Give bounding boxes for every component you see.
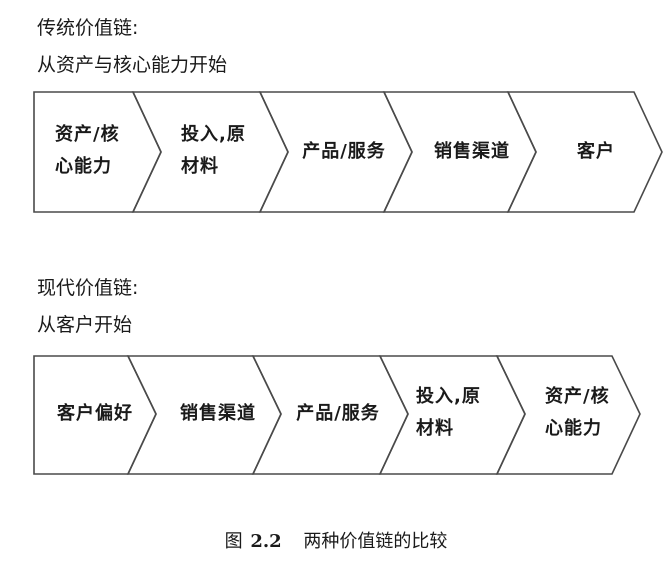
traditional-chain-subtitle: 从资产与核心能力开始 — [37, 54, 228, 76]
step-label: 产品/服务 — [296, 403, 380, 424]
step-line: 材料 — [181, 156, 219, 177]
step-label: 销售渠道 — [180, 403, 256, 424]
caption-number: 2.2 — [250, 531, 282, 552]
step-line: 投入,原 — [416, 386, 481, 407]
traditional-chain-title: 传统价值链: — [37, 17, 139, 39]
chevron-asset-capability — [495, 355, 641, 475]
step-label: 产品/服务 — [302, 141, 386, 162]
step-label: 客户 — [577, 141, 615, 162]
step-label: 投入,原 材料 — [416, 381, 481, 445]
traditional-chain-arrows — [33, 91, 663, 213]
step-label: 客户偏好 — [57, 403, 133, 424]
step-line: 心能力 — [55, 156, 112, 177]
step-line: 心能力 — [545, 418, 602, 439]
modern-chain-title: 现代价值链: — [37, 277, 139, 299]
caption-text: 两种价值链的比较 — [303, 531, 448, 552]
modern-chain-subtitle: 从客户开始 — [37, 314, 133, 336]
modern-value-chain: 客户偏好 销售渠道 产品/服务 投入,原 材料 资产/核 心能力 — [0, 344, 672, 484]
step-line: 资产/核 — [55, 124, 120, 145]
figure-caption: 图 2.2 两种价值链的比较 — [0, 530, 672, 554]
step-line: 投入,原 — [181, 124, 246, 145]
traditional-value-chain: 资产/核 心能力 投入,原 材料 产品/服务 销售渠道 客户 — [0, 82, 672, 222]
step-line: 材料 — [416, 418, 454, 439]
step-line: 资产/核 — [545, 386, 610, 407]
caption-prefix: 图 — [224, 531, 243, 552]
step-label: 资产/核 心能力 — [55, 119, 120, 183]
step-label: 销售渠道 — [434, 141, 510, 162]
step-label: 资产/核 心能力 — [545, 381, 610, 445]
modern-chain-arrows — [33, 355, 641, 475]
step-label: 投入,原 材料 — [181, 119, 246, 183]
chevron-customer — [506, 91, 663, 213]
